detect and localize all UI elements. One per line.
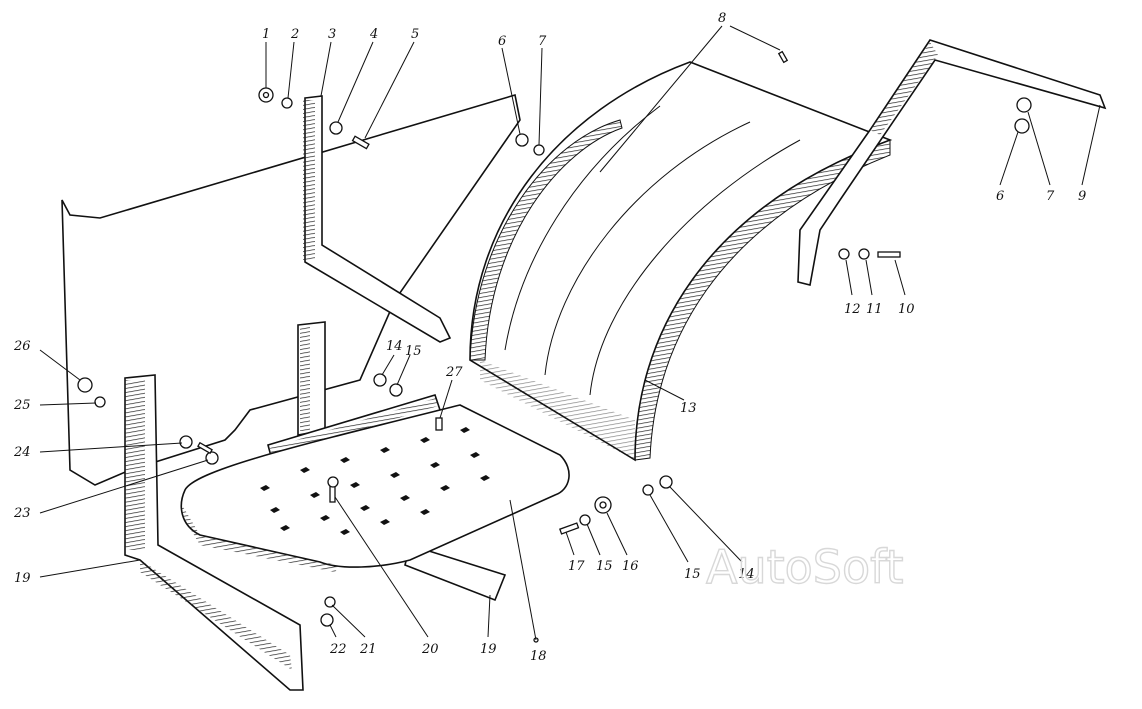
callout-27: 27 [445, 365, 463, 380]
callout-7-top: 7 [538, 34, 547, 49]
callout-25: 25 [13, 398, 31, 413]
callout-16: 16 [622, 559, 639, 574]
callout-9: 9 [1078, 189, 1086, 204]
callout-22: 22 [329, 642, 347, 657]
callout-14-center: 14 [386, 339, 403, 354]
upright-hatching [300, 327, 310, 431]
callout-3: 3 [328, 27, 336, 42]
bracket-left-foot-hatching [140, 560, 292, 670]
callout-11: 11 [866, 302, 883, 317]
callout-10: 10 [898, 302, 915, 317]
callout-26: 26 [13, 339, 31, 354]
callout-12: 12 [844, 302, 861, 317]
watermark: AutoSoft [706, 540, 904, 594]
callout-23: 23 [13, 506, 31, 521]
callout-18: 18 [530, 649, 547, 664]
callout-5: 5 [411, 27, 419, 42]
fender-edge-hatching [469, 119, 623, 361]
callout-15-right-a: 15 [596, 559, 613, 574]
callout-7-right: 7 [1046, 189, 1055, 204]
fender-rib-2 [544, 121, 751, 376]
callout-1: 1 [262, 27, 270, 42]
fender-side-hatching [634, 139, 891, 461]
step-plate [180, 404, 570, 568]
fender-rib-1 [504, 105, 661, 351]
callout-6-right: 6 [996, 189, 1004, 204]
callout-8: 8 [718, 11, 726, 26]
callout-19-bottom: 19 [480, 642, 497, 657]
step-rail-hatching [270, 398, 438, 456]
callout-24: 24 [13, 445, 31, 460]
step-plate-holes [260, 427, 490, 535]
callout-17: 17 [568, 559, 585, 574]
callout-6-top: 6 [498, 34, 506, 49]
fender-rib-3 [589, 139, 801, 396]
callout-13: 13 [680, 401, 697, 416]
callout-15-center: 15 [405, 344, 422, 359]
callout-4: 4 [369, 27, 378, 42]
strip-hatching [303, 100, 315, 260]
bracket-hatching [870, 42, 938, 135]
fasteners [77, 50, 1032, 643]
mounting-strip [304, 95, 452, 343]
step-bracket-left [124, 374, 304, 691]
callout-19-left: 19 [14, 571, 31, 586]
callout-20: 20 [421, 642, 439, 657]
callout-21: 21 [359, 642, 377, 657]
fender-bottom-shade [480, 360, 635, 460]
bracket-left-hatching [125, 380, 145, 550]
fender-bracket [797, 39, 1107, 286]
step-plate-edge [182, 505, 340, 572]
callout-14-right: 14 [738, 567, 755, 582]
callout-2: 2 [290, 27, 299, 42]
callout-labels: 1 2 3 4 5 6 7 8 6 7 9 12 11 10 13 26 25 … [13, 11, 1086, 664]
callout-15-right-b: 15 [684, 567, 701, 582]
leader-lines [39, 25, 1101, 641]
